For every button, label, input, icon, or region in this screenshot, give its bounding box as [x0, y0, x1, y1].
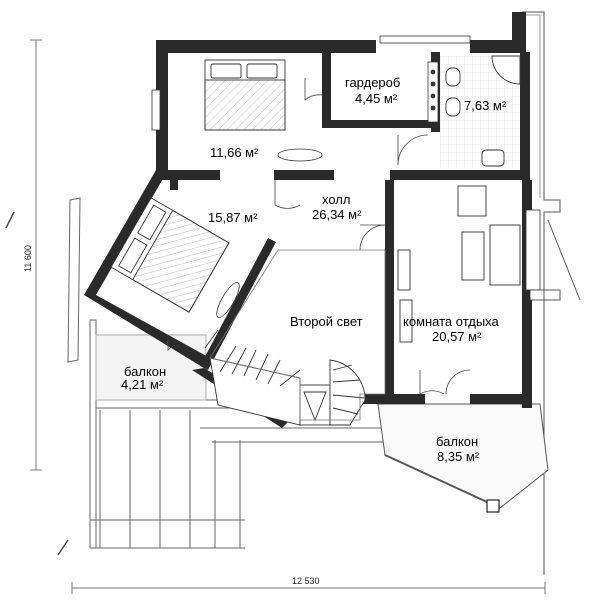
- room-name-rest-room: комната отдыха: [403, 314, 500, 329]
- rest-room-furniture: [397, 185, 521, 343]
- room-area-bathroom: 7,63 м²: [464, 98, 507, 113]
- room-name-balcony-right: балкон: [436, 434, 478, 449]
- room-area-bedroom-top: 11,66 м²: [210, 145, 259, 160]
- room-labels: гардероб 4,45 м² 7,63 м² 11,66 м² 15,87 …: [121, 75, 507, 464]
- room-area-hall: 26,34 м²: [312, 207, 362, 222]
- room-area-balcony-left: 4,21 м²: [121, 377, 164, 392]
- bed-left: [110, 197, 230, 313]
- windows: [151, 35, 545, 301]
- exterior-edge: [520, 11, 581, 575]
- room-name-hall: холл: [322, 192, 350, 207]
- room-name-balcony-left: балкон: [124, 364, 166, 379]
- room-area-wardrobe: 4,45 м²: [355, 91, 398, 106]
- staircase: [204, 329, 366, 426]
- bed-top: [204, 59, 286, 131]
- desk-top: [277, 148, 323, 162]
- room-area-rest-room: 20,57 м²: [432, 329, 482, 344]
- desk-left: [216, 282, 240, 318]
- room-name-second-light: Второй свет: [290, 314, 363, 329]
- room-area-bedroom-left: 15,87 м²: [208, 210, 258, 225]
- second-light-void: [209, 249, 386, 421]
- dimension-lines: [5, 39, 546, 594]
- room-name-wardrobe: гардероб: [345, 75, 400, 90]
- wardrobe-rack: [427, 61, 439, 123]
- doors: [167, 78, 471, 395]
- dimension-height: 11 600: [23, 245, 33, 272]
- bathroom-fixtures: [445, 55, 521, 167]
- dimension-width: 12 530: [292, 576, 320, 586]
- room-area-balcony-right: 8,35 м²: [437, 449, 480, 464]
